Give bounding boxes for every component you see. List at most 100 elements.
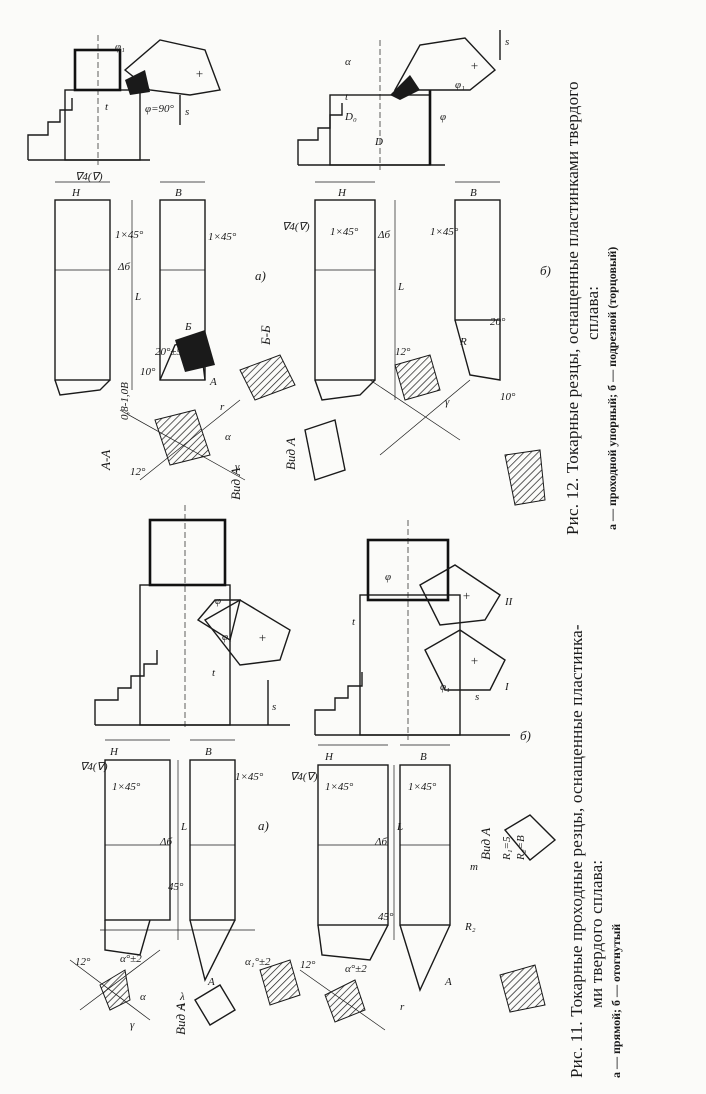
fig12b-a20: 20°	[490, 316, 506, 328]
fig12a-chamfer2: 1×45°	[208, 231, 237, 243]
fig11b-R2short: R₂	[464, 921, 476, 933]
fig11b-a12: 12°	[300, 959, 316, 971]
fig11b-t: t	[352, 616, 356, 628]
fig11a-A: A	[207, 976, 215, 988]
fig11a-gamma: γ	[130, 1019, 135, 1031]
fig12b-t: t	[345, 91, 349, 103]
fig11b-sub: б)	[520, 728, 531, 743]
fig11-a-drawing: + s t φ φ₁ H B L Δб 1×45° 1×45° ∇4(∇) 45…	[69, 505, 301, 1035]
fig11a-a12: 12°	[75, 956, 91, 968]
fig12b-workpiece-steps	[297, 103, 343, 165]
fig12b-insert	[390, 75, 420, 100]
fig12b-finish: ∇4(∇)	[282, 221, 310, 233]
fig12a-phi90: φ=90°	[145, 103, 175, 115]
fig11a-r: r	[180, 1001, 185, 1013]
fig11a-insert-top	[189, 919, 236, 983]
fig11b-s: s	[475, 691, 479, 703]
fig11b-section-2	[499, 964, 546, 1013]
fig12b-L: L	[397, 281, 404, 293]
fig12a-insert	[125, 70, 150, 95]
fig11b-a2: α°±2	[345, 963, 367, 975]
fig11a-workpiece-end	[148, 518, 227, 587]
fig11b-workpiece-body	[359, 594, 461, 736]
fig11b-tool-holder-II	[419, 564, 501, 626]
fig11b-view-a-part	[503, 814, 557, 861]
fig11a-a2: α°±2	[120, 953, 142, 965]
fig12a-alpha: α	[225, 431, 231, 443]
fig12b-H: H	[337, 187, 347, 199]
fig12-caption-line1: Рис. 12. Токарные резцы, оснащенные плас…	[563, 81, 582, 535]
fig12b-phi: φ	[440, 111, 446, 123]
fig12b-vidA: Вид А	[283, 438, 298, 470]
fig11a-chamfer1: 1×45°	[112, 781, 141, 793]
fig12b-tool-holder	[393, 37, 497, 91]
fig12-caption-line2: сплава:	[583, 286, 602, 340]
fig11-caption-line1: Рис. 11. Токарные проходные резцы, оснащ…	[567, 624, 586, 1078]
fig11b-chamfer1: 1×45°	[325, 781, 354, 793]
fig11b-r: r	[400, 1001, 405, 1013]
fig12a-s: s	[185, 106, 189, 118]
fig12a-shank-top	[159, 199, 206, 381]
fig12b-D: D	[374, 136, 383, 148]
fig11a-insert	[196, 599, 241, 642]
fig11b-B: B	[420, 751, 427, 763]
fig11b-L: L	[396, 821, 403, 833]
fig12a-a20: 20°±5	[155, 346, 182, 358]
fig12b-shank-tip	[314, 379, 376, 401]
svg-text:+: +	[470, 653, 479, 668]
fig12a-B-sec: Б	[184, 321, 192, 333]
fig11a-view-a-part	[194, 984, 236, 1026]
fig12b-a10: 10°	[500, 391, 516, 403]
figure-12: Рис. 12. Токарные резцы, оснащенные плас…	[27, 30, 619, 535]
fig11b-vidA: Вид А	[478, 828, 493, 860]
fig11b-R2: R₂=B	[515, 835, 527, 861]
fig11a-L: L	[180, 821, 187, 833]
fig12a-workpiece-body	[64, 89, 141, 161]
fig11a-chamfer2: 1×45°	[235, 771, 264, 783]
fig12b-phi1: φ₁	[455, 79, 465, 91]
fig11b-delta: Δб	[374, 836, 387, 848]
fig11b-workpiece-steps	[314, 672, 363, 735]
fig12a-workpiece-steps	[27, 98, 73, 160]
svg-text:+: +	[470, 58, 479, 73]
fig11b-H: H	[324, 751, 334, 763]
fig12a-workpiece-end	[73, 48, 122, 92]
fig12a-finish: ∇4(∇)	[75, 171, 103, 183]
fig11a-delta: Δб	[159, 836, 172, 848]
fig11a-a1: α₁°±2	[245, 956, 271, 968]
fig12-legend: а — проходной упорный; б — подрезной (то…	[605, 247, 619, 530]
fig11a-angle45: 45°	[168, 881, 184, 893]
fig12a-AA: А-А	[98, 450, 113, 471]
fig11a-tool-holder	[203, 599, 291, 666]
fig12b-shank-side	[314, 199, 376, 381]
fig11a-vidA: Вид А	[173, 1003, 188, 1035]
fig12b-view-a-part	[304, 419, 346, 481]
fig11a-phi: φ	[215, 595, 221, 607]
fig11b-angle45: 45°	[378, 911, 394, 923]
fig12a-shank-side	[54, 199, 111, 381]
fig12a-vidA: Вид А	[228, 468, 243, 500]
fig12b-sub: б)	[540, 263, 551, 278]
fig11-caption: Рис. 11. Токарные проходные резцы, оснащ…	[567, 624, 623, 1078]
fig11a-shank-tip	[104, 919, 151, 956]
fig12a-insert-detail	[175, 330, 215, 372]
fig12a-chamfer1: 1×45°	[115, 229, 144, 241]
fig12a-B: B	[175, 187, 182, 199]
fig11a-shank-top	[189, 759, 236, 921]
fig12a-shank-tip	[54, 379, 111, 396]
fig11b-section	[324, 979, 366, 1023]
fig12a-gamma: γ	[235, 461, 240, 473]
fig11a-section-2	[259, 959, 301, 1006]
fig11a-s: s	[272, 701, 276, 713]
fig12-b-drawing: + s α φ φ₁ t D₀ D H B L Δб ∇4(∇) 1×45° 1…	[282, 30, 551, 506]
fig12b-shank-bend	[454, 319, 501, 381]
fig11a-H: H	[109, 746, 119, 758]
fig11b-I: I	[504, 681, 510, 693]
fig12b-delta: Δб	[377, 229, 390, 241]
fig12b-B: B	[470, 187, 477, 199]
fig12a-A: A	[209, 376, 217, 388]
fig11b-phi1: φ₁	[440, 681, 450, 693]
fig12b-section-2	[504, 449, 546, 506]
